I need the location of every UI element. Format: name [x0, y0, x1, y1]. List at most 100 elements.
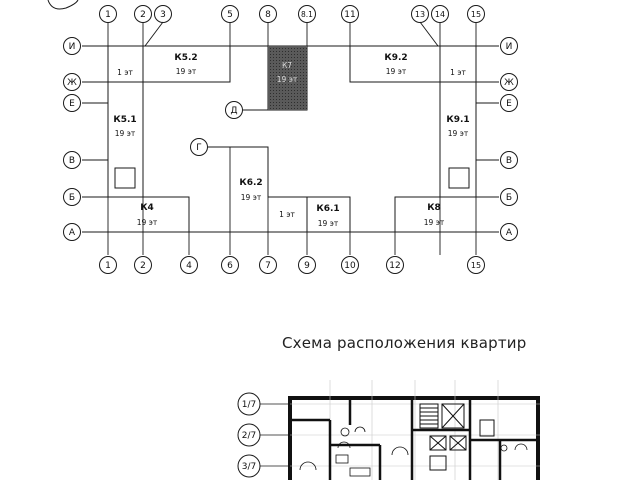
axis-bottom-bubble: 7 — [259, 256, 277, 274]
axis-left-bubble: А — [63, 223, 81, 241]
section-k8-name: К8 — [427, 203, 441, 213]
axes-bottom: 1 2 4 6 7 9 10 12 15 — [99, 256, 485, 274]
axis-right-bubble: И — [500, 37, 518, 55]
svg-text:В: В — [506, 156, 512, 166]
axes-left: И Ж Е В Б А — [63, 37, 81, 241]
svg-text:6: 6 — [227, 261, 233, 271]
axes-right: И Ж Е В Б А — [500, 37, 518, 241]
svg-text:9: 9 — [304, 261, 310, 271]
axis-g-bubble: Г — [190, 138, 208, 156]
axis-right-bubble: В — [500, 151, 518, 169]
svg-text:Д: Д — [230, 106, 237, 116]
section-k92-floors: 19 эт — [386, 67, 407, 76]
axis-top-bubble: 15 — [467, 5, 485, 23]
svg-text:Ж: Ж — [67, 78, 77, 88]
axis-right-bubble: А — [500, 223, 518, 241]
row-label-bubble: 3/7 — [237, 454, 261, 478]
section-k8-floors: 19 эт — [424, 218, 445, 227]
axis-bottom-bubble: 12 — [386, 256, 404, 274]
axis-left-bubble: Е — [63, 94, 81, 112]
svg-text:12: 12 — [389, 261, 400, 271]
section-k52-name: К5.2 — [174, 53, 197, 63]
svg-text:1/7: 1/7 — [242, 400, 256, 410]
axis-top-bubble: 13 — [411, 5, 429, 23]
axis-d-bubble: Д — [225, 101, 243, 119]
axis-left-bubble: Ж — [63, 73, 81, 91]
axis-left-bubble: И — [63, 37, 81, 55]
svg-text:3/7: 3/7 — [242, 462, 256, 472]
svg-text:2: 2 — [140, 261, 146, 271]
section-k7-name: К7 — [282, 61, 292, 70]
svg-text:15: 15 — [471, 261, 481, 270]
axis-left-bubble: В — [63, 151, 81, 169]
svg-text:Ж: Ж — [504, 78, 514, 88]
svg-text:4: 4 — [186, 261, 192, 271]
section-k61-floors: 19 эт — [318, 219, 339, 228]
svg-text:13: 13 — [415, 10, 425, 19]
axes-top: 1 2 3 5 8 8.1 11 13 14 15 — [99, 5, 485, 47]
svg-text:1: 1 — [105, 10, 111, 20]
section-k52-floors: 19 эт — [176, 67, 197, 76]
svg-text:8.1: 8.1 — [301, 10, 313, 19]
stair-square-left — [114, 167, 136, 189]
axis-top-bubble: 1 — [99, 5, 117, 23]
axis-bottom-bubble: 1 — [99, 256, 117, 274]
section-k91-floors: 19 эт — [448, 129, 469, 138]
axis-top-bubble: 14 — [431, 5, 449, 23]
section-1floor-left: 1 эт — [117, 68, 133, 77]
svg-text:8: 8 — [265, 10, 271, 20]
axis-top-bubble: 2 — [134, 5, 152, 23]
section-k62-name: К6.2 — [239, 178, 262, 188]
section-k51-floors: 19 эт — [115, 129, 136, 138]
axis-bottom-bubble: 10 — [341, 256, 359, 274]
svg-text:Г: Г — [196, 143, 202, 153]
axis-bottom-bubble: 2 — [134, 256, 152, 274]
section-k91-name: К9.1 — [446, 115, 469, 125]
svg-text:А: А — [506, 228, 513, 238]
section-1floor-right: 1 эт — [450, 68, 466, 77]
axis-right-bubble: Б — [500, 188, 518, 206]
svg-text:11: 11 — [344, 10, 355, 20]
section-k7-floors: 19 эт — [277, 75, 298, 84]
row-label-bubble: 1/7 — [237, 392, 261, 416]
svg-text:Б: Б — [506, 193, 512, 203]
axis-top-bubble: 3 — [154, 5, 172, 23]
svg-text:В: В — [69, 156, 75, 166]
svg-text:10: 10 — [344, 261, 356, 271]
svg-text:Е: Е — [506, 99, 512, 109]
axis-bottom-bubble: 15 — [467, 256, 485, 274]
svg-text:А: А — [69, 228, 76, 238]
svg-text:Б: Б — [69, 193, 75, 203]
axis-top-bubble: 8 — [259, 5, 277, 23]
svg-text:14: 14 — [435, 10, 445, 19]
svg-text:15: 15 — [471, 10, 481, 19]
svg-text:3: 3 — [160, 10, 166, 20]
svg-text:2: 2 — [140, 10, 146, 20]
section-k4-floors: 19 эт — [137, 218, 158, 227]
svg-text:И: И — [506, 42, 513, 52]
k7-hatch — [268, 46, 307, 110]
apartment-floorplan: 1/7 2/7 3/7 — [237, 380, 540, 480]
axis-left-bubble: Б — [63, 188, 81, 206]
stair-square-right — [448, 167, 470, 189]
section-k62-floors: 19 эт — [241, 193, 262, 202]
svg-text:1: 1 — [105, 261, 111, 271]
section-k92-name: К9.2 — [384, 53, 407, 63]
axis-right-bubble: Е — [500, 94, 518, 112]
axis-top-bubble: 5 — [221, 5, 239, 23]
section-k61-name: К6.1 — [316, 204, 339, 214]
schema-caption: Схема расположения квартир — [282, 334, 527, 352]
section-1floor-mid: 1 эт — [279, 210, 295, 219]
axis-bottom-bubble: 6 — [221, 256, 239, 274]
corner-marker — [47, 0, 79, 10]
building-outline — [107, 46, 477, 232]
axis-right-bubble: Ж — [500, 73, 518, 91]
svg-text:И: И — [69, 42, 76, 52]
section-labels: К5.2 19 эт К7 19 эт К9.2 19 эт 1 эт 1 эт… — [113, 53, 469, 228]
section-k51-name: К5.1 — [113, 115, 136, 125]
svg-text:Е: Е — [69, 99, 75, 109]
axis-bottom-bubble: 9 — [298, 256, 316, 274]
svg-text:5: 5 — [227, 10, 233, 20]
axis-top-bubble: 11 — [341, 5, 359, 23]
